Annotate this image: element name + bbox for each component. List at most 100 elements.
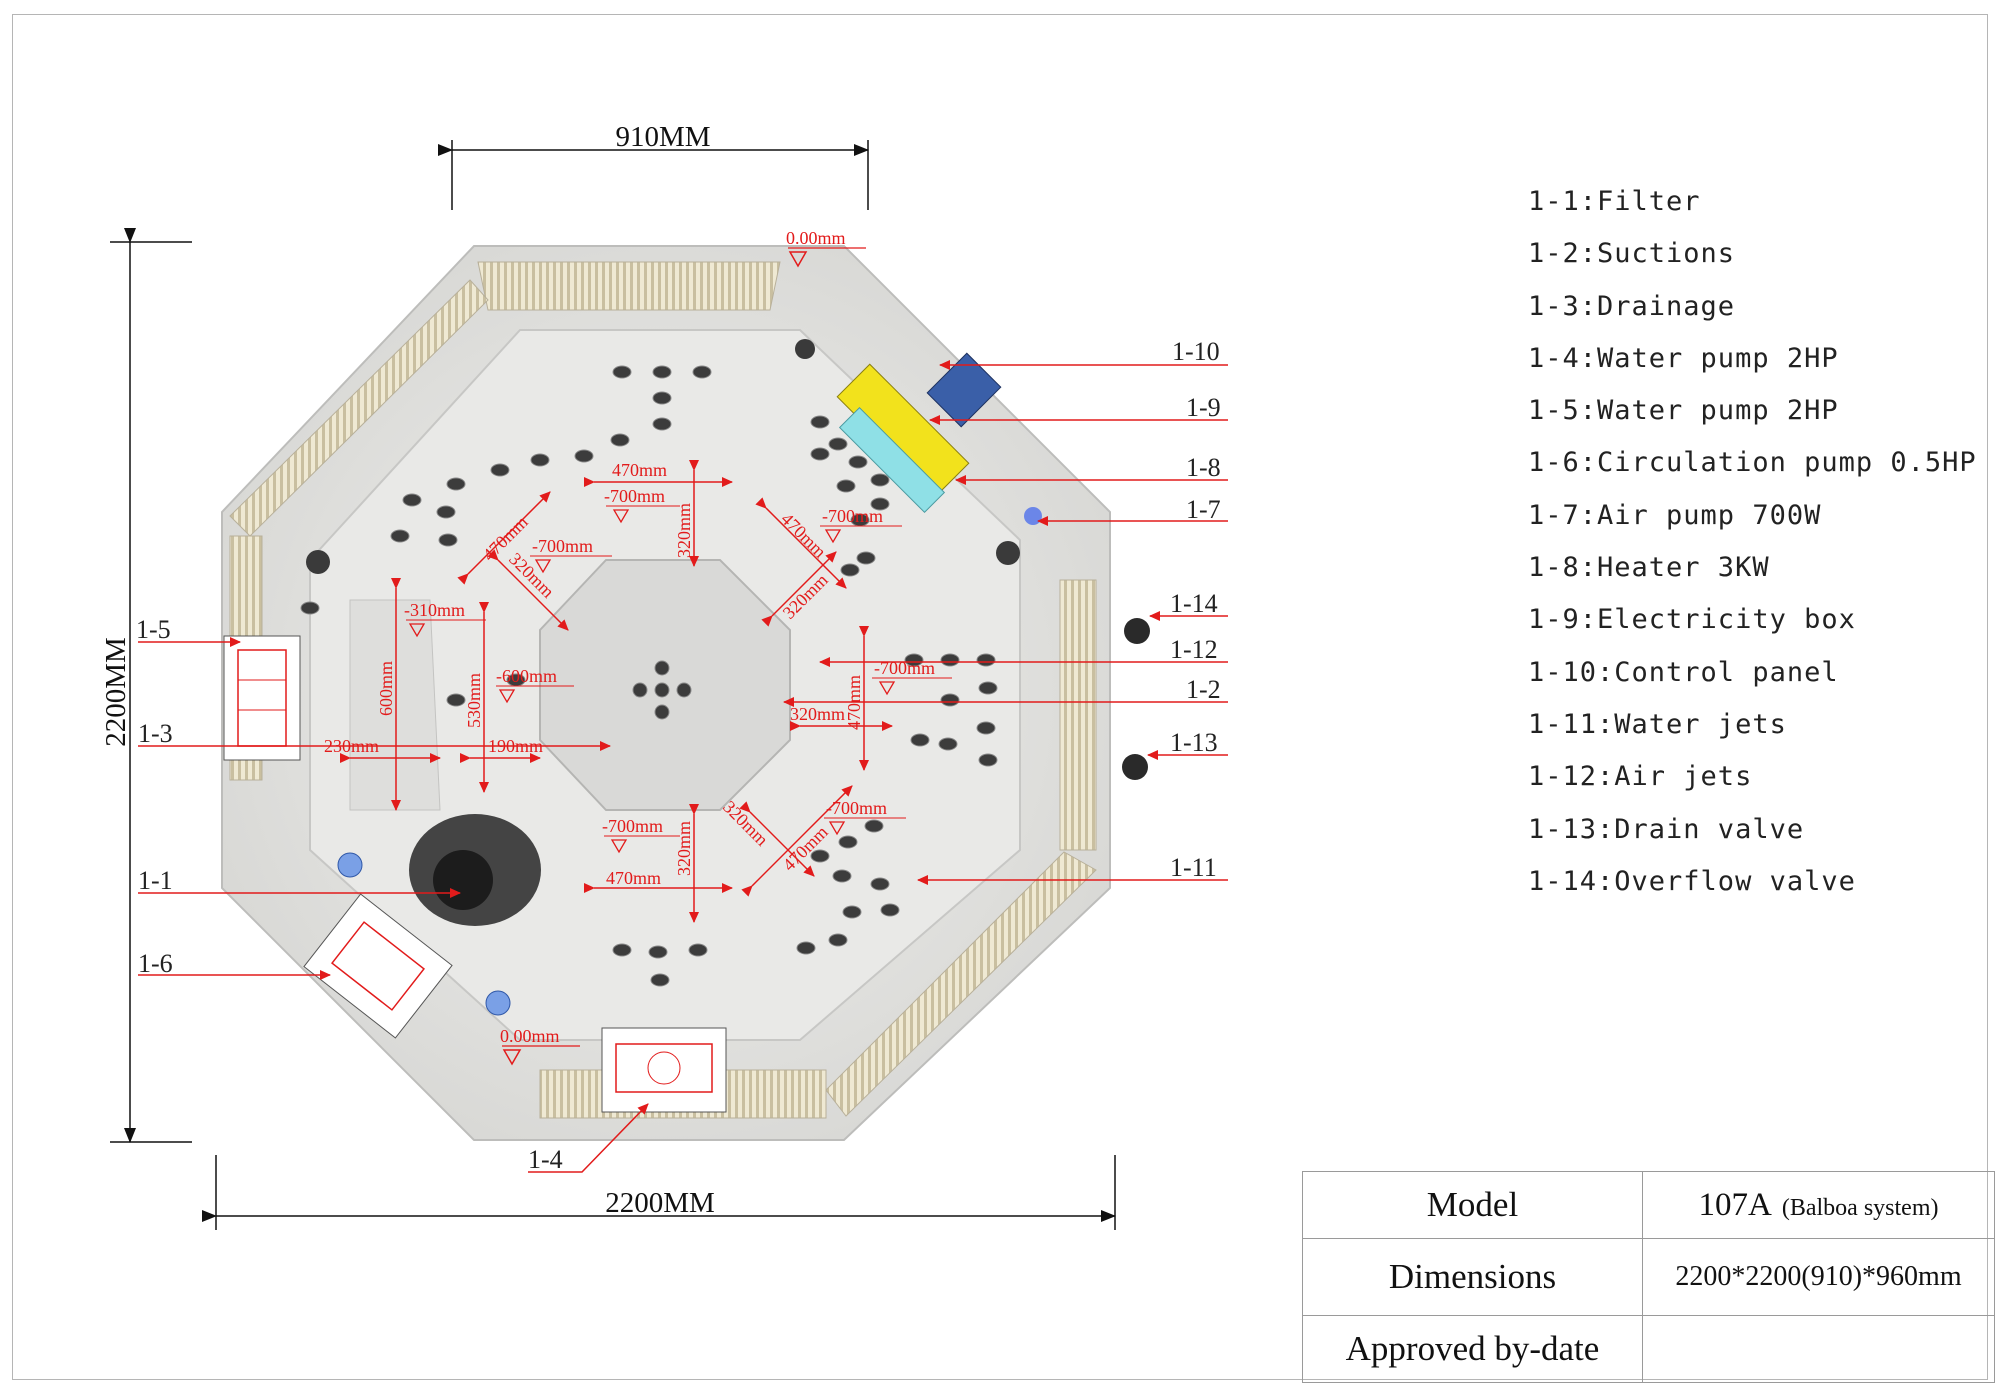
control-panel [926, 352, 1002, 428]
svg-text:1-9: 1-9 [1186, 393, 1221, 422]
jet [436, 505, 456, 519]
callout-1-8: 1-8 [955, 453, 1228, 485]
level-marker-bottom: 0.00mm [500, 1026, 580, 1066]
legend-item: 1-5:Water pump 2HP [1528, 395, 1839, 427]
callout-1-2: 1-2 [783, 675, 1228, 707]
jet [880, 903, 900, 917]
svg-text:600mm: 600mm [376, 661, 396, 716]
approved-value [1642, 1315, 1995, 1383]
svg-text:1-3: 1-3 [138, 719, 173, 748]
legend-item: 1-13:Drain valve [1528, 813, 1805, 845]
callouts: 1-10 1-9 1-8 1-7 1-14 1-12 1-2 1-13 1-11… [136, 337, 1228, 1174]
jet [652, 417, 672, 431]
callout-1-5: 1-5 [136, 615, 241, 647]
dimension-bottom-2200: 2200MM [202, 1155, 1116, 1230]
callout-1-4: 1-4 [528, 1103, 649, 1174]
legend-item: 1-7:Air pump 700W [1528, 499, 1822, 531]
jet [612, 943, 632, 957]
svg-text:-700mm: -700mm [532, 536, 593, 556]
legend-item: 1-12:Air jets [1528, 761, 1753, 793]
jet [864, 819, 884, 833]
air-pump-button [1024, 507, 1042, 525]
svg-text:0.00mm: 0.00mm [500, 1026, 560, 1046]
jet [978, 753, 998, 767]
callout-1-3: 1-3 [138, 719, 611, 751]
svg-text:320mm: 320mm [790, 704, 845, 724]
legend-item: 1-14:Overflow valve [1528, 865, 1856, 897]
air-control-left [337, 852, 363, 878]
jet [840, 563, 860, 577]
legend-item: 1-11:Water jets [1528, 708, 1787, 740]
pump-1-6 [303, 893, 453, 1039]
callout-1-14: 1-14 [1149, 589, 1228, 621]
svg-text:1-7: 1-7 [1186, 495, 1221, 524]
jet [976, 653, 996, 667]
callout-1-13: 1-13 [1147, 728, 1228, 760]
approved-label: Approved by-date [1302, 1315, 1643, 1383]
jet [650, 973, 670, 987]
svg-text:1-2: 1-2 [1186, 675, 1221, 704]
jet [446, 477, 466, 491]
callout-1-11: 1-11 [917, 853, 1228, 885]
callout-1-9: 1-9 [929, 393, 1228, 425]
svg-text:1-14: 1-14 [1170, 589, 1218, 618]
jet [610, 433, 630, 447]
jet [940, 653, 960, 667]
jet [836, 479, 856, 493]
filter [409, 814, 541, 926]
jet [842, 905, 862, 919]
callout-1-6: 1-6 [138, 949, 331, 980]
jet [652, 391, 672, 405]
legend-item: 1-8:Heater 3KW [1528, 552, 1770, 584]
spec-table: Model 107A(Balboa system) Dimensions 220… [1302, 1171, 1995, 1383]
dimension-left-label: 2200MM [100, 637, 132, 747]
legend-item: 1-4:Water pump 2HP [1528, 342, 1839, 374]
svg-text:470mm: 470mm [606, 868, 661, 888]
svg-text:1-13: 1-13 [1170, 728, 1218, 757]
drain-valve [1122, 754, 1148, 780]
jet [832, 869, 852, 883]
svg-text:1-6: 1-6 [138, 949, 173, 978]
callout-1-12: 1-12 [819, 635, 1228, 667]
model-number: 107A [1698, 1186, 1772, 1223]
jet [446, 693, 466, 707]
jets [300, 365, 998, 987]
drink-holder-left [306, 550, 330, 574]
svg-text:-700mm: -700mm [604, 486, 665, 506]
jet [940, 693, 960, 707]
jet [938, 737, 958, 751]
drawing-frame [12, 14, 1988, 1380]
callout-1-10: 1-10 [939, 337, 1228, 370]
level-marker-top: 0.00mm [786, 228, 866, 268]
jet [838, 835, 858, 849]
jet [652, 365, 672, 379]
jet [910, 733, 930, 747]
jet [796, 941, 816, 955]
svg-text:-700mm: -700mm [826, 798, 887, 818]
jet [810, 447, 830, 461]
dimensions-value: 2200*2200(910)*960mm [1642, 1238, 1995, 1316]
svg-text:470mm: 470mm [612, 460, 667, 480]
jet [978, 681, 998, 695]
jet [810, 415, 830, 429]
legend-item: 1-6:Circulation pump 0.5HP [1528, 447, 1977, 479]
legend-item: 1-10:Control panel [1528, 656, 1839, 688]
jet [692, 365, 712, 379]
jet [300, 601, 320, 615]
jet [848, 455, 868, 469]
jet [976, 721, 996, 735]
jet [870, 877, 890, 891]
cup-holder [795, 339, 815, 359]
jet [904, 653, 924, 667]
legend-item: 1-1:Filter [1528, 186, 1701, 217]
jet [530, 453, 550, 467]
svg-text:-700mm: -700mm [874, 658, 935, 678]
footwell-jet [654, 704, 670, 720]
model-value: 107A(Balboa system) [1642, 1171, 1995, 1239]
dimension-top-label: 910MM [615, 121, 710, 153]
svg-text:1-1: 1-1 [138, 866, 173, 895]
svg-text:320mm: 320mm [674, 503, 694, 558]
overflow-valve [1124, 618, 1150, 644]
